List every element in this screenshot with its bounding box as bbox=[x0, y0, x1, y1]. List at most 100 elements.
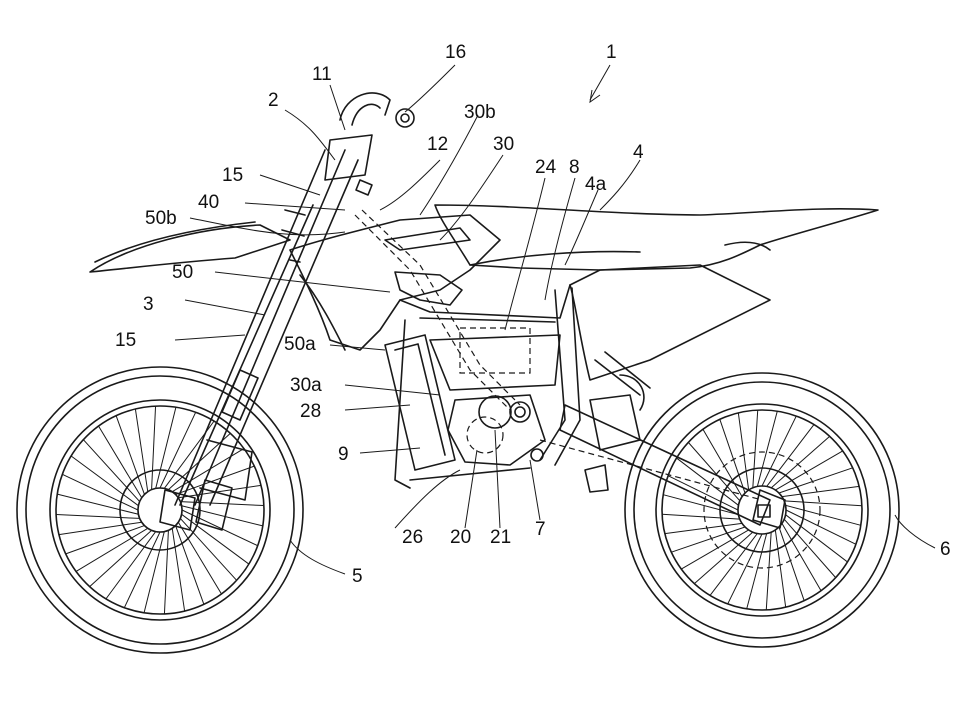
wheel-spoke bbox=[774, 450, 844, 491]
label-26: 26 bbox=[402, 527, 423, 548]
wheel-spoke bbox=[693, 531, 754, 585]
label-4a: 4a bbox=[585, 174, 607, 195]
wheel-spoke bbox=[680, 529, 750, 570]
wheel-spoke bbox=[709, 533, 758, 596]
wheel-spoke bbox=[783, 518, 837, 579]
wheel-spoke bbox=[781, 522, 822, 592]
wiring-harness bbox=[354, 209, 521, 411]
wheel-spoke bbox=[774, 529, 787, 608]
wheel-spoke bbox=[82, 439, 141, 503]
wheel-spoke bbox=[662, 494, 739, 516]
wheel-spoke bbox=[181, 509, 259, 547]
wheel-spoke bbox=[155, 406, 177, 489]
wheel-spoke bbox=[781, 485, 860, 498]
wheel-spoke bbox=[70, 455, 139, 507]
label-6: 6 bbox=[940, 539, 951, 560]
label-30b: 30b bbox=[464, 102, 496, 123]
label-30: 30 bbox=[493, 134, 514, 155]
label-15-lower: 15 bbox=[115, 330, 136, 351]
front-wheel bbox=[16, 366, 304, 654]
wheel-spoke bbox=[702, 428, 743, 498]
wheel-spoke bbox=[687, 441, 741, 502]
wheel-spoke bbox=[664, 522, 743, 535]
wheel-spoke bbox=[171, 527, 186, 612]
label-15-upper: 15 bbox=[222, 165, 243, 186]
wheel-spoke bbox=[163, 529, 169, 615]
front-fork bbox=[159, 149, 359, 531]
reference-labels: 1 2 3 4 4a 5 6 7 8 9 11 12 15 15 16 20 2… bbox=[115, 42, 951, 587]
seat-and-tank bbox=[434, 204, 879, 381]
wheel-spoke bbox=[75, 527, 149, 572]
wheel-spoke bbox=[785, 514, 848, 563]
wheel-spoke bbox=[175, 525, 205, 605]
label-8: 8 bbox=[569, 157, 580, 178]
label-1: 1 bbox=[606, 42, 617, 63]
label-2: 2 bbox=[268, 90, 279, 111]
wheel-spoke bbox=[175, 465, 255, 495]
wheel-spoke bbox=[785, 509, 857, 545]
label-30a: 30a bbox=[290, 375, 322, 396]
wheel-spoke bbox=[667, 475, 739, 511]
wheel-spoke bbox=[89, 529, 153, 588]
label-50a: 50a bbox=[284, 334, 316, 355]
wheel-spoke bbox=[177, 521, 222, 595]
wheel-spoke bbox=[766, 424, 815, 487]
front-fender bbox=[89, 221, 291, 273]
controller-unit bbox=[384, 334, 456, 471]
label-40: 40 bbox=[198, 192, 219, 213]
wheel-spoke bbox=[756, 410, 778, 487]
wheel-spoke bbox=[719, 418, 746, 494]
label-21: 21 bbox=[490, 527, 511, 548]
wheel-spoke bbox=[58, 521, 143, 536]
wheel-spoke bbox=[98, 425, 143, 499]
wheel-spoke bbox=[179, 501, 265, 507]
swing-arm bbox=[539, 394, 786, 529]
motor-unit bbox=[447, 394, 546, 466]
label-7: 7 bbox=[535, 519, 546, 540]
wheel-spoke bbox=[661, 513, 741, 520]
label-24: 24 bbox=[535, 157, 557, 178]
wheel-spoke bbox=[181, 505, 264, 527]
wheel-spoke bbox=[785, 504, 862, 526]
wheel-spoke bbox=[778, 526, 805, 602]
wheel-spoke bbox=[676, 457, 739, 506]
wheel-spoke bbox=[151, 405, 157, 491]
wheel-spoke bbox=[179, 517, 238, 581]
wheel-spoke bbox=[761, 415, 797, 487]
wheel-spoke bbox=[177, 484, 262, 499]
wheel-spoke bbox=[65, 525, 145, 555]
wheel-spoke bbox=[770, 435, 831, 489]
label-20: 20 bbox=[450, 527, 471, 548]
wheel-spoke bbox=[670, 526, 746, 553]
wheel-spoke bbox=[123, 531, 161, 609]
wheel-spoke bbox=[105, 531, 157, 600]
wheel-spoke bbox=[765, 531, 772, 611]
wheel-spoke bbox=[737, 412, 750, 491]
label-16: 16 bbox=[445, 42, 466, 63]
wheel-spoke bbox=[61, 473, 139, 511]
side-cover bbox=[289, 214, 501, 351]
battery-box bbox=[429, 327, 561, 391]
label-5: 5 bbox=[352, 566, 363, 587]
wheel-spoke bbox=[55, 513, 141, 519]
label-28: 28 bbox=[300, 401, 321, 422]
label-3: 3 bbox=[143, 294, 154, 315]
rear-shock bbox=[594, 351, 651, 411]
wheel-spoke bbox=[727, 533, 763, 605]
label-50b: 50b bbox=[145, 208, 177, 229]
leader-lines bbox=[174, 64, 936, 575]
label-4: 4 bbox=[633, 142, 644, 163]
wheel-spoke bbox=[159, 411, 197, 489]
wheel-spoke bbox=[143, 531, 165, 614]
label-50: 50 bbox=[172, 262, 193, 283]
wheel-spoke bbox=[115, 415, 145, 495]
label-11: 11 bbox=[312, 64, 332, 85]
wheel-spoke bbox=[134, 408, 149, 493]
wheel-spoke bbox=[56, 493, 139, 515]
wheel-spoke bbox=[783, 500, 863, 507]
wheel-spoke bbox=[181, 513, 250, 565]
frame bbox=[394, 284, 581, 489]
wheel-spoke bbox=[746, 533, 768, 610]
